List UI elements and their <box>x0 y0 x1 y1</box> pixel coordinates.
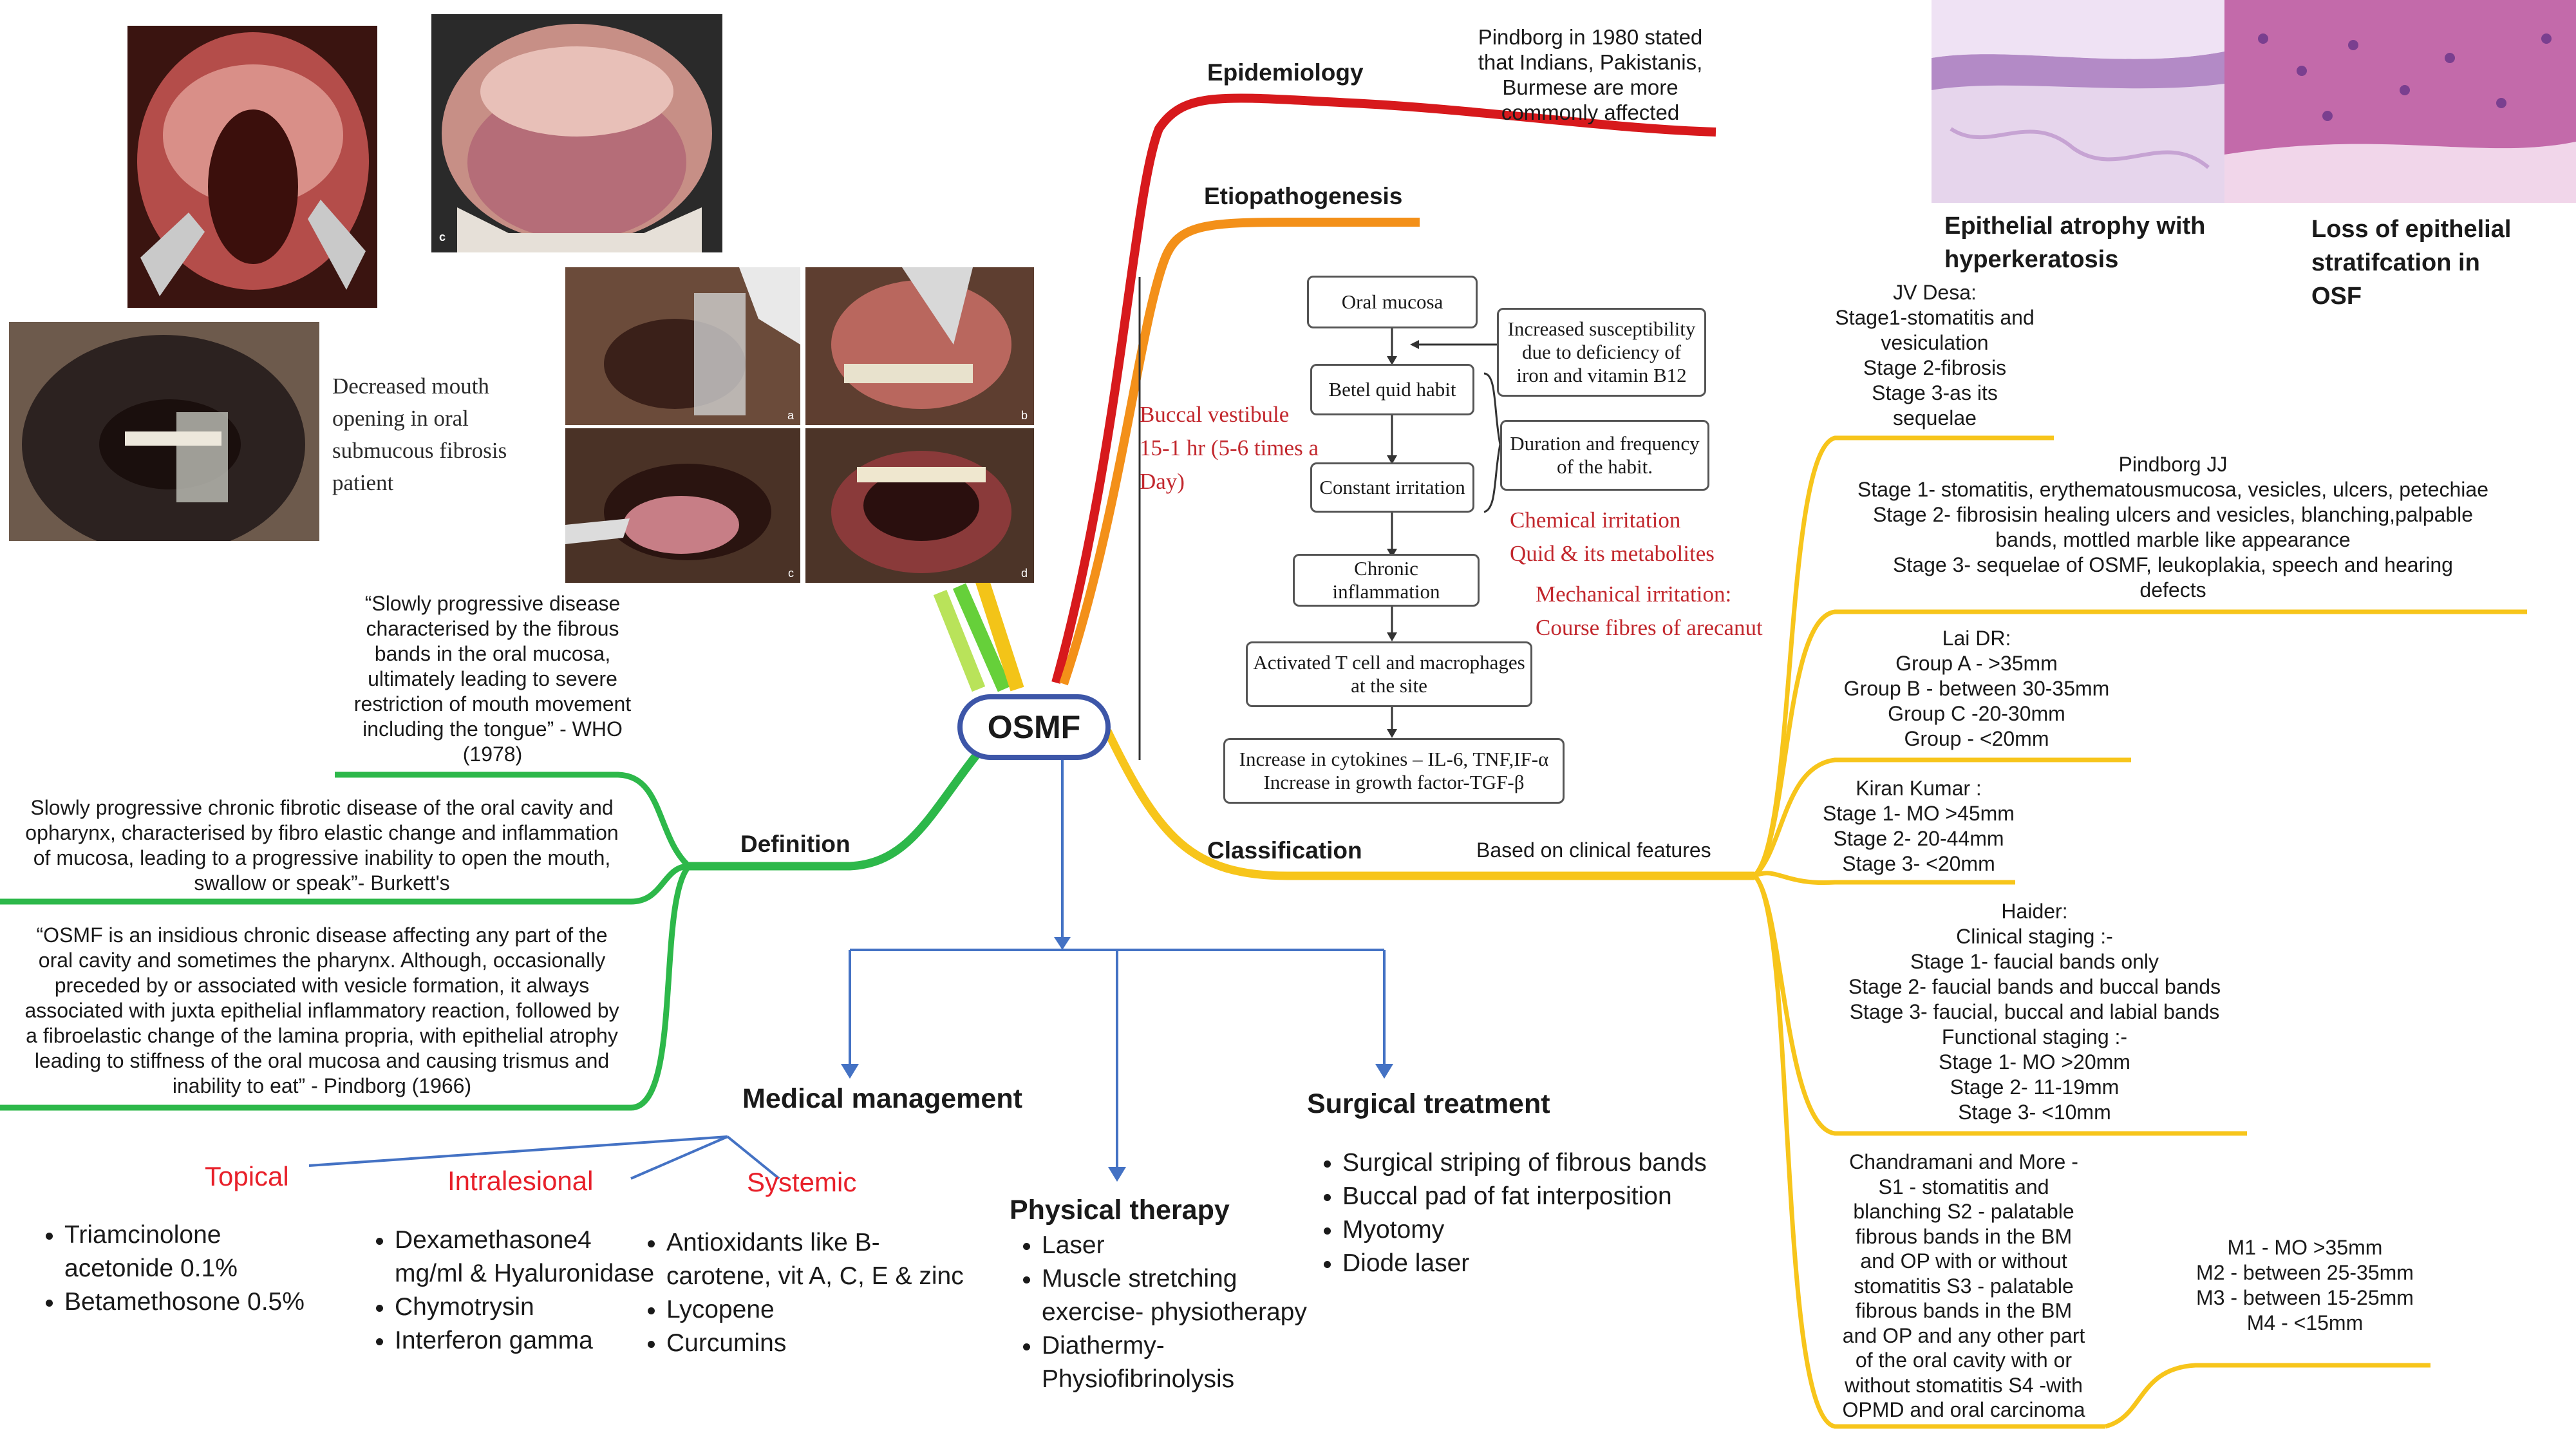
systemic-item: Curcumins <box>666 1327 969 1360</box>
epidemiology-label: Epidemiology <box>1207 59 1364 86</box>
arrowhead-trunk <box>1054 937 1071 950</box>
definition-label: Definition <box>740 831 851 857</box>
topical-label: Topical <box>205 1161 289 1191</box>
class-stem-pindborg <box>1753 609 2527 878</box>
histology-caption-atrophy: Epithelial atrophy with hyperkeratosis <box>1944 213 2206 273</box>
topical-list: Triamcinolone acetonide 0.1% Betamethoso… <box>27 1218 322 1319</box>
mechanical-irritation-note: Mechanical irritation: Course fibres of … <box>1536 582 1763 640</box>
class-jv-desa: JV Desa: Stage1-stomatitis and vesiculat… <box>1835 281 2035 430</box>
systemic-item: Antioxidants like B-carotene, vit A, C, … <box>666 1226 969 1293</box>
photo-grid-d: d <box>805 428 1034 583</box>
def-stem-who <box>335 772 691 869</box>
etiopathogenesis-label: Etiopathogenesis <box>1204 183 1403 209</box>
intralesional-item: Chymotrysin <box>395 1291 662 1324</box>
medical-fork-topical <box>308 1135 728 1167</box>
photo-letter-a: a <box>787 409 794 422</box>
systemic-label: Systemic <box>747 1167 857 1197</box>
photo-grid-b: b <box>805 267 1034 425</box>
classification-branch <box>1104 729 1754 880</box>
histology-stratification-image <box>2224 0 2576 203</box>
photo-grid-a: a <box>565 267 800 425</box>
arrowhead-physical <box>1108 1167 1126 1182</box>
def-stem-burkett <box>0 863 690 905</box>
surgical-item: Surgical striping of fibrous bands <box>1342 1146 1793 1180</box>
def-stem-pindborg <box>0 864 691 1111</box>
class-pindborg: Pindborg JJ Stage 1- stomatitis, erythem… <box>1857 453 2488 601</box>
flow-activated-cells: Activated T cell and macrophages at the … <box>1246 641 1532 707</box>
histology-atrophy-image <box>1932 0 2224 203</box>
etiopathogenesis-branch <box>1059 218 1420 686</box>
physical-therapy-label: Physical therapy <box>1010 1195 1230 1226</box>
photo-stem-yellow <box>975 577 1024 692</box>
arrowhead-medical <box>841 1064 859 1079</box>
medical-fork-systemic <box>726 1135 780 1180</box>
definition-branch <box>689 737 992 871</box>
definition-burkett: Slowly progressive chronic fibrotic dise… <box>25 796 619 895</box>
topical-item: Betamethosone 0.5% <box>64 1285 322 1319</box>
topical-item: Triamcinolone acetonide 0.1% <box>64 1218 322 1285</box>
oral-cavity-photo: c <box>431 14 722 252</box>
buccal-vestibule-note: Buccal vestibule 15-1 hr (5-6 times a Da… <box>1140 402 1319 494</box>
class-stem-lai <box>1753 757 2131 878</box>
arrowhead-surgical <box>1375 1064 1393 1079</box>
photo-stem-light-green <box>933 589 986 692</box>
class-chandramani: Chandramani and More - S1 - stomatitis a… <box>1842 1150 2085 1421</box>
systemic-list: Antioxidants like B-carotene, vit A, C, … <box>629 1226 969 1360</box>
photo-letter-d: d <box>1020 567 1028 580</box>
class-kiran: Kiran Kumar : Stage 1- MO >45mm Stage 2-… <box>1823 777 2015 875</box>
class-haider: Haider: Clinical staging :- Stage 1- fau… <box>1848 900 2221 1124</box>
classification-label: Classification <box>1207 837 1362 864</box>
flow-cytokines: Increase in cytokines – IL-6, TNF,IF-α I… <box>1223 738 1565 804</box>
throat-photo <box>127 26 377 308</box>
photo-letter-c2: c <box>788 567 794 580</box>
surgical-item: Diode laser <box>1342 1247 1793 1280</box>
medical-fork-intralesional <box>630 1135 728 1180</box>
intralesional-list: Dexamethasone4 mg/ml & Hyaluronidase Chy… <box>357 1224 662 1358</box>
definition-who: “Slowly progressive disease characterise… <box>353 592 632 766</box>
histology-caption-stratification: Loss of epithelial stratifcation in OSF <box>2311 216 2512 310</box>
flow-susceptibility: Increased susceptibility due to deficien… <box>1497 308 1706 397</box>
flow-betel-quid: Betel quid habit <box>1310 364 1474 415</box>
physical-item: Diathermy- Physiofibrinolysis <box>1042 1329 1319 1396</box>
flow-constant-irritation: Constant irritation <box>1310 462 1474 513</box>
class-stem-m <box>2105 1363 2430 1429</box>
flow-chronic-inflammation: Chronic inflammation <box>1293 554 1480 607</box>
physical-item: Muscle stretching exercise- physiotherap… <box>1042 1262 1319 1329</box>
epidemiology-note: Pindborg in 1980 stated that Indians, Pa… <box>1478 25 1703 124</box>
photo-grid-c: c <box>565 428 800 583</box>
photo-letter-b: b <box>1020 409 1028 422</box>
mouth-opening-photo <box>9 322 319 541</box>
classification-basis: Based on clinical features <box>1476 838 1711 862</box>
intralesional-item: Dexamethasone4 mg/ml & Hyaluronidase <box>395 1224 662 1291</box>
flow-oral-mucosa: Oral mucosa <box>1307 276 1478 328</box>
photo-letter-c: c <box>439 231 446 243</box>
definition-pindborg: “OSMF is an insidious chronic disease af… <box>24 923 619 1097</box>
class-m-groups: M1 - MO >35mm M2 - between 25-35mm M3 - … <box>2196 1236 2414 1334</box>
class-stem-kiran <box>1753 871 2015 886</box>
class-lai: Lai DR: Group A - >35mm Group B - betwee… <box>1843 627 2110 750</box>
chemical-irritation-note: Chemical irritation Quid & its metabolit… <box>1510 507 1715 566</box>
surgical-item: Buccal pad of fat interposition <box>1342 1180 1793 1213</box>
intralesional-label: Intralesional <box>447 1166 594 1196</box>
epidemiology-branch <box>1051 93 1716 684</box>
flow-duration: Duration and frequency of the habit. <box>1500 420 1709 491</box>
center-node-osmf: OSMF <box>957 694 1111 760</box>
surgical-item: Myotomy <box>1342 1213 1793 1247</box>
surgical-list: Surgical striping of fibrous bands Bucca… <box>1305 1146 1793 1280</box>
medical-management-label: Medical management <box>742 1083 1022 1114</box>
class-stem-chandramani <box>1753 874 2105 1429</box>
physical-therapy-list: Laser Muscle stretching exercise- physio… <box>1004 1229 1319 1396</box>
intralesional-item: Interferon gamma <box>395 1324 662 1358</box>
physical-item: Laser <box>1042 1229 1319 1262</box>
photo-stem-green <box>952 583 1011 692</box>
surgical-treatment-label: Surgical treatment <box>1307 1088 1550 1119</box>
systemic-item: Lycopene <box>666 1293 969 1327</box>
mouth-opening-caption: Decreased mouth opening in oral submucou… <box>332 374 507 495</box>
